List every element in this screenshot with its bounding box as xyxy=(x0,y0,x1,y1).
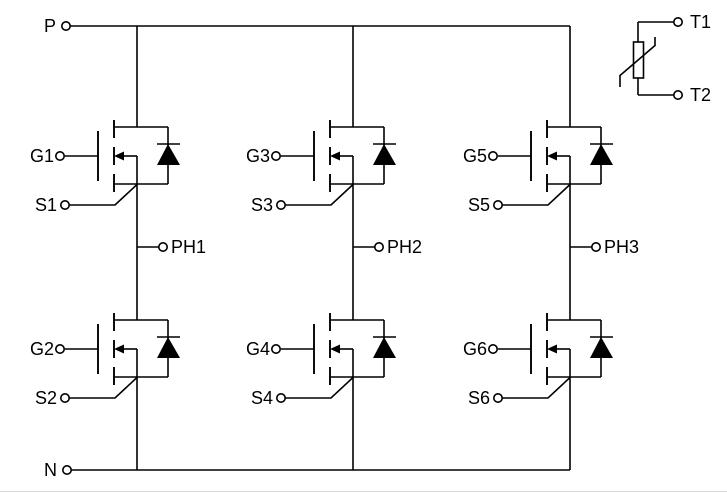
label-ph3: PH3 xyxy=(604,237,639,257)
label-s6: S6 xyxy=(468,388,490,408)
label-s5: S5 xyxy=(468,195,490,215)
label-s3: S3 xyxy=(251,195,273,215)
label-g1: G1 xyxy=(30,146,54,166)
terminal-ph3 xyxy=(590,242,601,253)
label-ph1: PH1 xyxy=(171,237,206,257)
thermistor-strike-icon xyxy=(619,37,656,87)
mosfet-q6-symbol xyxy=(487,312,614,404)
label-ph2: PH2 xyxy=(387,237,422,257)
mosfet-q4-symbol xyxy=(270,312,397,404)
terminal-t1 xyxy=(672,16,683,27)
label-s4: S4 xyxy=(251,388,273,408)
label-s2: S2 xyxy=(35,388,57,408)
mosfet-q3-symbol xyxy=(270,119,397,211)
label-t2: T2 xyxy=(690,85,711,105)
label-g3: G3 xyxy=(246,146,270,166)
terminal-ph2 xyxy=(373,242,384,253)
label-g5: G5 xyxy=(463,146,487,166)
label-g2: G2 xyxy=(30,339,54,359)
terminal-t2 xyxy=(672,90,683,101)
terminal-ph1 xyxy=(158,242,169,253)
thermistor-symbol: T1 T2 xyxy=(619,12,711,105)
label-g6: G6 xyxy=(463,339,487,359)
label-t1: T1 xyxy=(690,12,711,32)
terminal-n xyxy=(61,464,72,475)
mosfet-q1-symbol xyxy=(54,119,181,211)
label-p: P xyxy=(44,16,56,36)
label-n: N xyxy=(44,460,57,480)
mosfet-q2-symbol xyxy=(54,312,181,404)
label-g4: G4 xyxy=(246,339,270,359)
label-s1: S1 xyxy=(35,195,57,215)
terminal-p xyxy=(60,20,71,31)
mosfet-q5-symbol xyxy=(487,119,614,211)
